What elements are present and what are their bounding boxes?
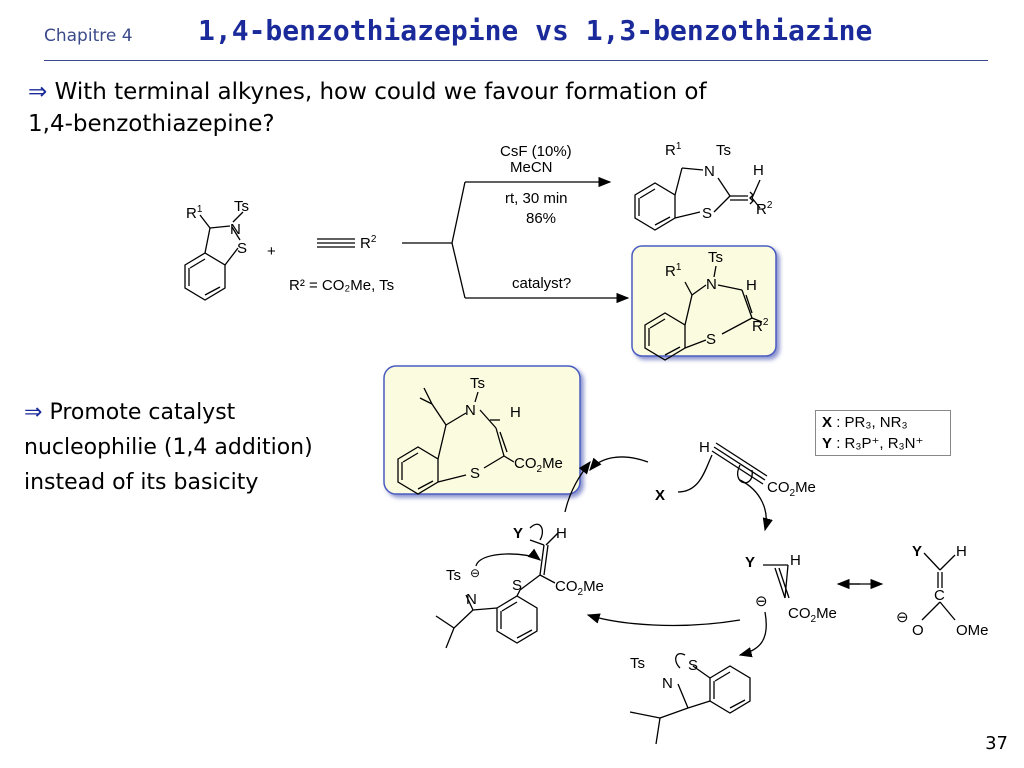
question-line2: 1,4-benzothiazepine? (28, 111, 275, 137)
svg-text:⊖: ⊖ (896, 609, 909, 626)
svg-text:S: S (688, 657, 698, 674)
svg-text:X: X (655, 487, 665, 504)
svg-text:⊖: ⊖ (470, 566, 480, 580)
svg-text:C: C (934, 587, 945, 604)
legend-y-label: Y (822, 435, 833, 452)
catalyst-legend: X : PR₃, NR₃ Y : R₃P⁺, R₃N⁺ (815, 410, 951, 456)
svg-text:N: N (466, 591, 477, 608)
svg-text:H: H (746, 277, 757, 294)
svg-text:S: S (706, 331, 716, 348)
legend-y-value: : R₃P⁺, R₃N⁺ (836, 435, 924, 452)
svg-text:H: H (956, 543, 967, 560)
svg-text:R1: R1 (665, 141, 682, 159)
question-text: ⇒ With terminal alkynes, how could we fa… (28, 76, 788, 140)
svg-text:CO2Me: CO2Me (767, 479, 816, 499)
svg-text:Y: Y (513, 525, 523, 542)
svg-text:Ts: Ts (470, 375, 485, 392)
svg-text:Ts: Ts (234, 198, 249, 215)
chapter-label: Chapitre 4 (44, 26, 133, 46)
reagent-top-1: CsF (10%) (500, 143, 572, 160)
svg-text:S: S (512, 577, 522, 594)
svg-text:H: H (556, 525, 567, 542)
svg-text:H: H (510, 404, 521, 421)
svg-text:S: S (237, 240, 247, 257)
svg-text:⊖: ⊖ (755, 593, 768, 610)
svg-text:N: N (465, 402, 476, 419)
svg-text:CO2Me: CO2Me (555, 578, 604, 598)
svg-text:Ts: Ts (708, 249, 723, 266)
svg-text:Ts: Ts (630, 655, 645, 672)
svg-text:H: H (699, 439, 710, 456)
svg-text:O: O (912, 622, 924, 639)
svg-text:N: N (662, 675, 673, 692)
svg-text:R1: R1 (186, 204, 203, 222)
svg-text:N: N (704, 163, 715, 180)
answer-line2: nucleophilie (1,4 addition) (24, 435, 313, 460)
svg-text:Ts: Ts (446, 567, 461, 584)
reagent-bottom: catalyst? (512, 275, 571, 292)
svg-text:CO2Me: CO2Me (788, 605, 837, 625)
svg-text:S: S (702, 205, 712, 222)
svg-text:Ts: Ts (716, 142, 731, 159)
implies-arrow-icon: ⇒ (24, 400, 43, 425)
product-highlight-box (631, 245, 777, 357)
svg-text:R2: R2 (360, 234, 377, 252)
page-title: 1,4-benzothiazepine vs 1,3-benzothiazine (198, 14, 873, 47)
legend-x-label: X (822, 414, 833, 431)
svg-text:R2: R2 (756, 200, 773, 218)
r2-definition: R² = CO₂Me, Ts (289, 277, 394, 294)
svg-text:H: H (753, 162, 764, 179)
answer-line3: instead of its basicity (24, 470, 259, 495)
svg-text:S: S (470, 465, 480, 482)
header-rule (44, 60, 988, 61)
svg-text:Y: Y (912, 543, 922, 560)
svg-text:H: H (790, 552, 801, 569)
answer-text: ⇒ Promote catalyst nucleophilie (1,4 add… (24, 395, 364, 500)
question-line1: With terminal alkynes, how could we favo… (54, 79, 707, 105)
answer-line1: Promote catalyst (49, 400, 236, 425)
svg-text:OMe: OMe (956, 622, 989, 639)
page-number: 37 (985, 733, 1008, 754)
condition-top-2: 86% (526, 210, 556, 227)
svg-text:N: N (706, 276, 717, 293)
reagent-top-2: MeCN (510, 159, 553, 176)
svg-text:CO2Me: CO2Me (514, 455, 563, 475)
adduct-highlight-box (383, 365, 581, 495)
svg-text:Y: Y (745, 554, 755, 571)
implies-arrow-icon: ⇒ (28, 79, 48, 105)
legend-x-value: : PR₃, NR₃ (836, 414, 908, 431)
svg-text:N: N (230, 221, 241, 238)
condition-top-1: rt, 30 min (505, 190, 568, 207)
plus-sign: + (267, 243, 276, 260)
